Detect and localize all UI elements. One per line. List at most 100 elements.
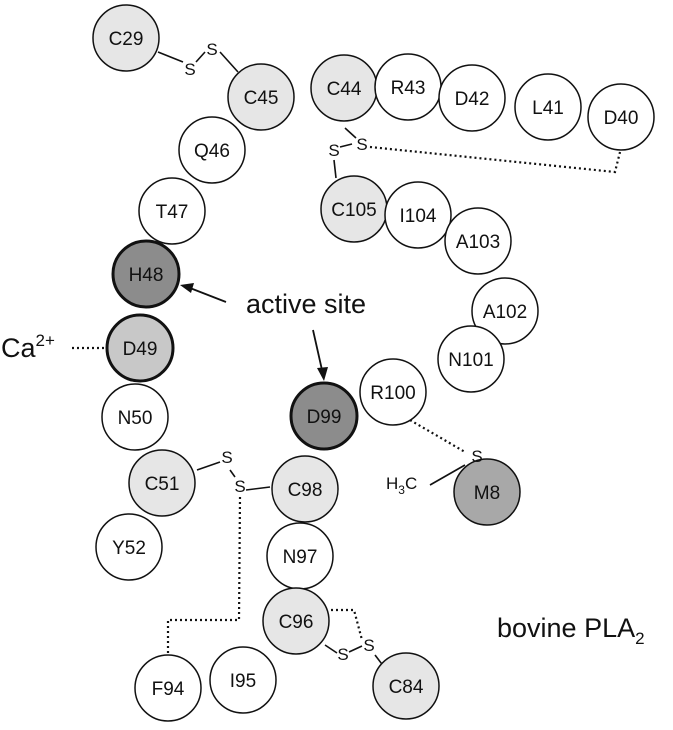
- residue-circle: [95, 513, 163, 581]
- bond-c29-s: [157, 51, 184, 63]
- residue-circle: [359, 358, 427, 426]
- residue-label: D99: [307, 407, 342, 428]
- residue-t47: T47: [138, 177, 206, 245]
- residue-label: C105: [331, 200, 376, 221]
- residue-label: I95: [230, 671, 256, 692]
- bond-s-s-c96-c84: [348, 645, 363, 653]
- dotted-r100-to-s: [409, 419, 466, 453]
- methyl-sub: 3: [398, 483, 405, 497]
- sulfur-atom-c96-a: S: [337, 645, 348, 664]
- dotted-c96-to-s: [331, 608, 364, 641]
- title-main: bovine PLA: [497, 613, 635, 643]
- residue-y52: Y52: [95, 513, 163, 581]
- residue-circle: [227, 63, 295, 131]
- residue-circle: [128, 449, 196, 517]
- bond-c44-s: [344, 127, 357, 139]
- residue-n50: N50: [101, 383, 169, 451]
- residue-d42: D42: [438, 64, 506, 132]
- bond-s-s-c44-c105: [339, 143, 353, 148]
- methyl-h: H: [386, 474, 398, 493]
- residue-circle: [384, 181, 452, 249]
- bond-s-s-c29-c45: [195, 51, 206, 63]
- residue-label: R100: [370, 383, 415, 404]
- residue-label: Q46: [194, 141, 230, 162]
- residue-q46: Q46: [178, 116, 246, 184]
- bond-h3c-s: [429, 464, 466, 486]
- residue-label: C84: [389, 677, 424, 698]
- residue-i95: I95: [209, 646, 277, 714]
- arrow-to-d99-head: [317, 367, 328, 381]
- residue-circle: [178, 116, 246, 184]
- residue-c51: C51: [128, 449, 196, 517]
- arrow-to-d99-line: [312, 329, 323, 371]
- dotted-s-to-d40: [369, 145, 622, 174]
- residue-circle: [289, 381, 359, 451]
- residue-c98: C98: [271, 455, 339, 523]
- sulfur-atom-c51-b: S: [234, 477, 245, 496]
- residue-circle: [111, 239, 181, 309]
- residue-c96: C96: [262, 587, 330, 655]
- residue-circle: [587, 83, 655, 151]
- residue-c44: C44: [310, 54, 378, 122]
- residue-n97: N97: [266, 522, 334, 590]
- residue-label: H48: [129, 265, 164, 286]
- sulfur-atom-c44-b: S: [328, 141, 339, 160]
- residue-circle: [138, 177, 206, 245]
- residue-label: Y52: [112, 538, 146, 559]
- residue-label: L41: [532, 98, 564, 119]
- calcium-symbol: Ca: [1, 333, 36, 363]
- residue-label: D49: [123, 339, 158, 360]
- active-site-label: active site: [246, 289, 366, 319]
- residue-label: C98: [288, 480, 323, 501]
- residue-label: D42: [455, 89, 490, 110]
- residue-i104: I104: [384, 181, 452, 249]
- dotted-s-to-f94: [166, 496, 242, 655]
- residue-label: M8: [474, 483, 500, 504]
- residue-circle: [134, 654, 202, 722]
- residue-label: C45: [244, 88, 279, 109]
- sulfur-atom-c96-b: S: [363, 636, 374, 655]
- bond-c96-s: [324, 644, 338, 654]
- residue-f94: F94: [134, 654, 202, 722]
- residue-c45: C45: [227, 63, 295, 131]
- residue-circle: [514, 73, 582, 141]
- residue-label: T47: [156, 202, 189, 223]
- methyl-c: C: [405, 474, 417, 493]
- residue-l41: L41: [514, 73, 582, 141]
- residue-circle: [444, 207, 512, 275]
- residue-d99: D99: [289, 381, 359, 451]
- residue-label: D40: [604, 108, 639, 129]
- residue-circle: [372, 652, 440, 720]
- sulfur-atom-c44-a: S: [356, 135, 367, 154]
- residue-circle: [105, 313, 175, 383]
- residue-a103: A103: [444, 207, 512, 275]
- residue-label: C51: [145, 474, 180, 495]
- residue-circle: [262, 587, 330, 655]
- residue-circle: [92, 4, 160, 72]
- residue-label: F94: [152, 679, 185, 700]
- active-site-annotation: active site: [180, 283, 366, 381]
- residue-label: C44: [327, 79, 362, 100]
- residue-d40: D40: [587, 83, 655, 151]
- residue-circle: [471, 277, 539, 345]
- residue-label: A102: [483, 302, 527, 323]
- residue-circle: [101, 383, 169, 451]
- residue-circle: [437, 325, 505, 393]
- title-subscript: 2: [635, 629, 644, 648]
- residue-label: R43: [391, 78, 426, 99]
- residue-m8: M8: [453, 458, 521, 526]
- residue-c84: C84: [372, 652, 440, 720]
- sulfur-atom-c29-b: S: [206, 40, 217, 59]
- calcium-charge: 2+: [36, 331, 55, 350]
- residue-label: C29: [109, 29, 144, 50]
- bond-s-s-c51-c98: [229, 469, 236, 478]
- bond-c51-s: [196, 461, 221, 471]
- residue-c29: C29: [92, 4, 160, 72]
- sulfur-atom-c29-a: S: [184, 60, 195, 79]
- residue-label: I104: [400, 206, 437, 227]
- residue-label: A103: [456, 232, 500, 253]
- residue-d49: D49: [105, 313, 175, 383]
